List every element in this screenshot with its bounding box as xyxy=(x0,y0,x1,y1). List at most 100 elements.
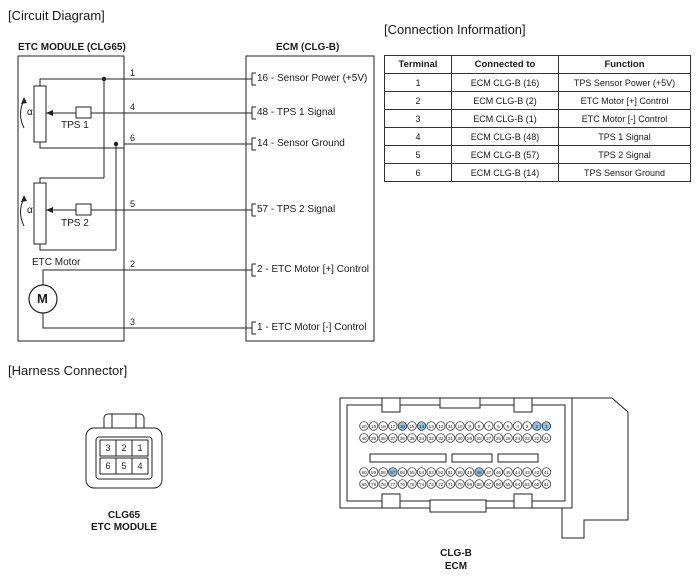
ecm-pin-label: 11 xyxy=(448,424,453,429)
ecm-pin xyxy=(359,421,369,431)
ecm-pin xyxy=(388,467,398,477)
motor-m-label: M xyxy=(37,291,48,306)
ecm-pin xyxy=(445,433,456,443)
ecm-pin xyxy=(484,479,494,489)
table-cell: 3 xyxy=(384,109,452,128)
ecm-pin-label: 13 xyxy=(429,424,435,429)
ecm-pin xyxy=(388,433,398,443)
ecm-pin-label: 62 xyxy=(534,482,540,487)
ecm-pin-label: 2 xyxy=(536,424,539,429)
clg65-name: CLG65 xyxy=(107,510,141,521)
ecm-pin xyxy=(388,421,398,431)
ecm-pin-label: 37 xyxy=(390,436,396,441)
ecm-pin-label: 5 xyxy=(507,424,510,429)
ecm-pin-label: 41 xyxy=(544,470,550,475)
table-cell: TPS 1 Signal xyxy=(558,127,691,146)
ecm-pin-label: 46 xyxy=(496,470,502,475)
clgb-connector-drawing xyxy=(339,397,629,539)
ecm-pin xyxy=(493,421,504,431)
ecm-pin xyxy=(359,433,369,443)
ecm-pin-label: 35 xyxy=(409,436,415,441)
ecm-pin xyxy=(503,479,513,489)
etc-motor xyxy=(28,269,124,329)
tps1-alpha-label: α xyxy=(27,107,33,118)
ecm-pin-label: 28 xyxy=(477,436,483,441)
ecm-pin xyxy=(368,479,379,489)
ecm-pin-label: 39 xyxy=(371,436,377,441)
ecm-pin xyxy=(436,479,446,489)
ecm-pin xyxy=(512,433,523,443)
table-cell: ECM CLG-B (48) xyxy=(451,127,559,146)
ecm-pin-label: 38 xyxy=(381,436,387,441)
table-cell: 1 xyxy=(384,73,452,92)
ecm-pin-label: 10 xyxy=(457,424,463,429)
ecm-pin xyxy=(512,467,523,477)
ecm-pin xyxy=(484,421,494,431)
ecm-pin-label: 43 xyxy=(525,470,531,475)
ecm-pin-label: 12 xyxy=(438,424,444,429)
junction-dot xyxy=(113,141,119,147)
ecm-pin-label: 29 xyxy=(467,436,473,441)
ecm-pin xyxy=(493,479,504,489)
ecm-pin xyxy=(397,467,408,477)
ecm-pin xyxy=(541,421,552,431)
ecm-pin-label: 59 xyxy=(371,470,377,475)
ecm-pin xyxy=(522,421,532,431)
pin-number: 4 xyxy=(130,102,136,112)
tps2-label: TPS 2 xyxy=(61,218,89,229)
pin-number: 1 xyxy=(130,68,136,78)
ecm-pin xyxy=(397,479,408,489)
tps2-sensor xyxy=(20,182,124,245)
ecm-pin xyxy=(484,433,494,443)
clg65-pin-label: 1 xyxy=(137,443,143,453)
ecm-pin-label: 79 xyxy=(371,482,377,487)
table-row: 5 ECM CLG-B (57) TPS 2 Signal xyxy=(384,145,691,164)
ecm-pin xyxy=(378,479,388,489)
table-row: 2 ECM CLG-B (2) ETC Motor [+] Control xyxy=(384,91,691,110)
etc-module-box xyxy=(17,55,125,342)
ecm-pin xyxy=(484,467,494,477)
ecm-box xyxy=(245,55,375,342)
table-cell: ECM CLG-B (2) xyxy=(451,91,559,110)
tps-internal-wiring xyxy=(39,78,125,251)
ecm-pin xyxy=(532,467,542,477)
ecm-pin xyxy=(426,467,436,477)
ecm-pin xyxy=(532,421,542,431)
ecm-pin-label: 73 xyxy=(429,482,435,487)
ecm-pin-label: 15 xyxy=(409,424,415,429)
ecm-pin-label: 27 xyxy=(486,436,492,441)
ecm-signal-label: 48 - TPS 1 Signal xyxy=(257,107,336,118)
ecm-pin xyxy=(522,467,532,477)
ecm-pin-label: 72 xyxy=(438,482,444,487)
ecm-pin xyxy=(397,421,408,431)
table-row: 4 ECM CLG-B (48) TPS 1 Signal xyxy=(384,127,691,146)
clg65-pin-label: 4 xyxy=(137,461,143,471)
ecm-pin-label: 57 xyxy=(390,470,396,475)
ecm-pin xyxy=(368,433,379,443)
ecm-pin xyxy=(426,433,436,443)
connection-info-heading: [Connection Information] xyxy=(384,22,526,37)
ecm-pin-label: 58 xyxy=(381,470,387,475)
table-cell: 2 xyxy=(384,91,452,110)
ecm-pin xyxy=(455,479,465,489)
ecm-pin xyxy=(368,421,379,431)
ecm-pin-label: 64 xyxy=(515,482,521,487)
clg65-pin-label: 3 xyxy=(105,443,111,453)
ecm-pin xyxy=(512,421,523,431)
table-cell: ECM CLG-B (57) xyxy=(451,145,559,164)
ecm-pin-label: 44 xyxy=(515,470,521,475)
ecm-pin-label: 36 xyxy=(400,436,406,441)
ecm-pin-label: 63 xyxy=(525,482,531,487)
ecm-pin xyxy=(426,421,436,431)
ecm-title: ECM (CLG-B) xyxy=(276,42,340,53)
ecm-pin xyxy=(436,433,446,443)
ecm-pin-label: 26 xyxy=(496,436,502,441)
ecm-pin-label: 52 xyxy=(438,470,444,475)
ecm-pin xyxy=(532,433,542,443)
ecm-pin xyxy=(474,467,484,477)
circuit-diagram-heading: [Circuit Diagram] xyxy=(8,8,105,23)
ecm-pin-label: 8 xyxy=(478,424,481,429)
ecm-pin-label: 24 xyxy=(515,436,521,441)
clg65-pin-label: 5 xyxy=(121,461,127,471)
